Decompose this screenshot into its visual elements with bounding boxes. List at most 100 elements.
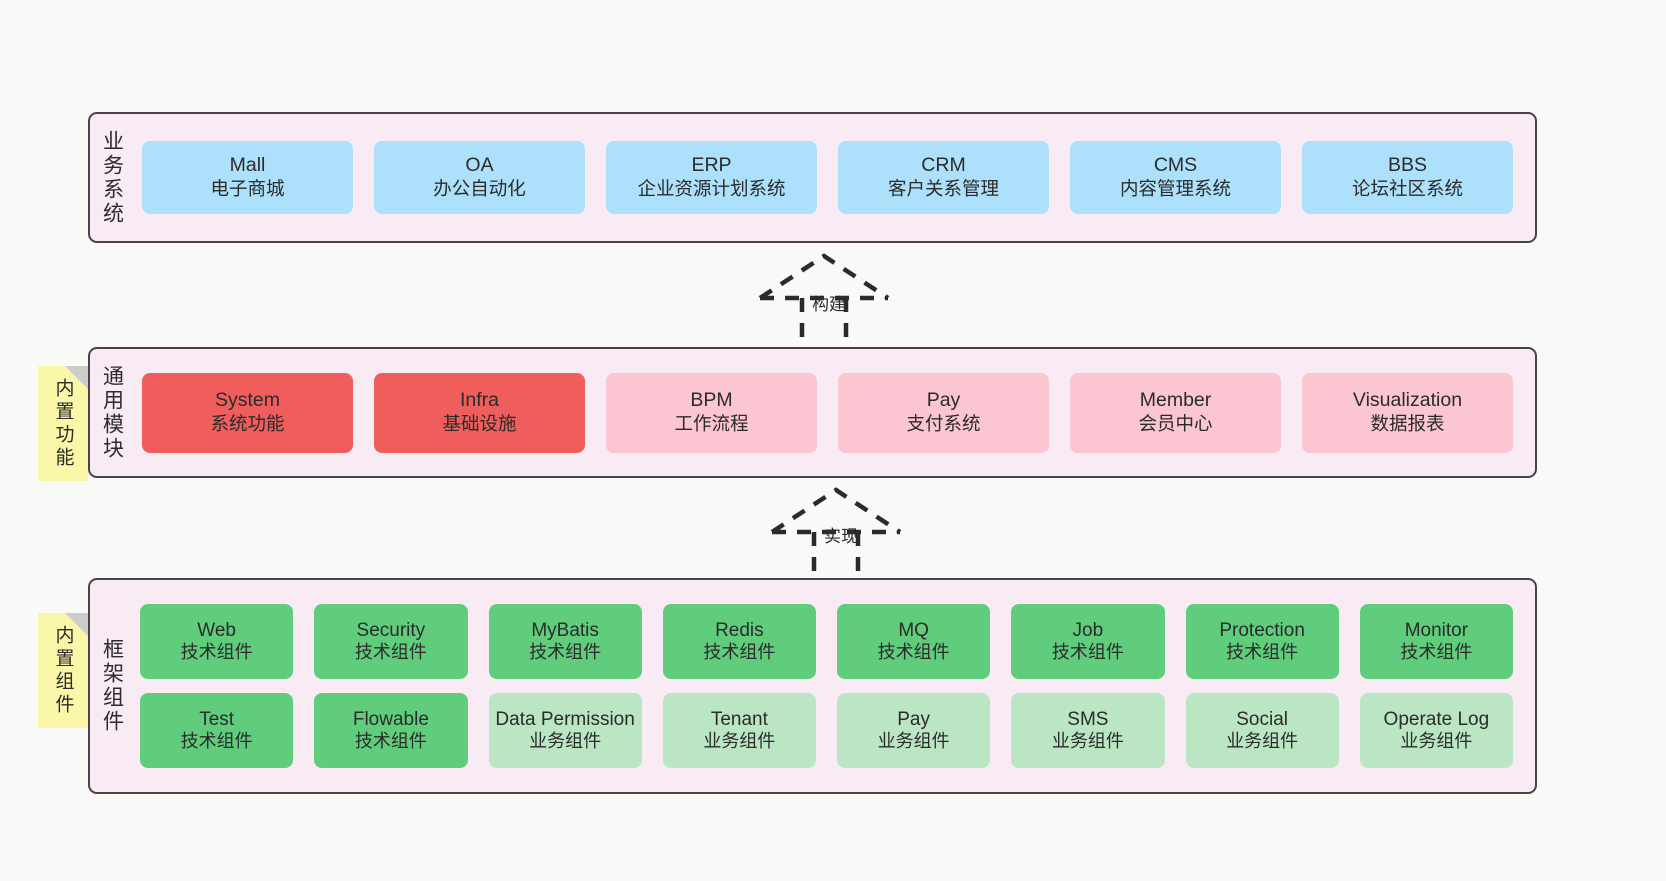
layer-body-business-systems: Mall 电子商城 OA 办公自动化 ERP 企业资源计划系统 CRM 客户关系… bbox=[134, 114, 1535, 241]
module-title: Web bbox=[197, 619, 236, 641]
module-title: Security bbox=[356, 619, 426, 641]
module-card-mq[interactable]: MQ 技术组件 bbox=[837, 604, 991, 679]
module-title: Flowable bbox=[352, 708, 429, 730]
module-card-bbs[interactable]: BBS 论坛社区系统 bbox=[1302, 141, 1513, 214]
module-title: OA bbox=[465, 154, 494, 177]
module-card-security[interactable]: Security 技术组件 bbox=[314, 604, 468, 679]
module-card-monitor[interactable]: Monitor 技术组件 bbox=[1359, 604, 1513, 679]
module-title: Data Permission bbox=[495, 708, 635, 730]
dashed-up-arrow-icon bbox=[758, 253, 890, 353]
sticky-note-builtin-components[interactable]: 内置组件 bbox=[38, 613, 88, 728]
module-title: Redis bbox=[715, 619, 764, 641]
folded-corner-icon bbox=[65, 613, 88, 636]
layer-framework-components[interactable]: 框架组件 Web 技术组件 Security 技术组件 MyBatis 技术组件… bbox=[88, 578, 1537, 794]
layer-body-common-modules: System 系统功能 Infra 基础设施 BPM 工作流程 Pay 支付系统… bbox=[134, 349, 1535, 476]
module-card-crm[interactable]: CRM 客户关系管理 bbox=[838, 141, 1049, 214]
module-subtitle: 办公自动化 bbox=[433, 178, 526, 200]
module-card-cms[interactable]: CMS 内容管理系统 bbox=[1070, 141, 1281, 214]
module-subtitle: 技术组件 bbox=[1400, 642, 1473, 663]
module-subtitle: 技术组件 bbox=[1226, 642, 1299, 663]
module-subtitle: 企业资源计划系统 bbox=[637, 178, 786, 200]
module-title: ERP bbox=[691, 154, 732, 177]
module-subtitle: 系统功能 bbox=[210, 413, 285, 435]
module-card-bpm[interactable]: BPM 工作流程 bbox=[606, 372, 817, 453]
module-card-mybatis[interactable]: MyBatis 技术组件 bbox=[488, 604, 642, 679]
module-title: MQ bbox=[898, 619, 929, 641]
module-card-job[interactable]: Job 技术组件 bbox=[1011, 604, 1165, 679]
module-subtitle: 技术组件 bbox=[354, 731, 427, 752]
module-subtitle: 论坛社区系统 bbox=[1351, 178, 1463, 200]
layer-label-framework-components: 框架组件 bbox=[100, 638, 124, 734]
layer-label-business-systems: 业务系统 bbox=[100, 129, 124, 226]
module-title: CRM bbox=[921, 154, 966, 177]
connector-realize[interactable]: 实现 bbox=[752, 486, 972, 586]
module-card-system[interactable]: System 系统功能 bbox=[142, 372, 353, 453]
module-subtitle: 技术组件 bbox=[529, 642, 602, 663]
module-title: Social bbox=[1236, 708, 1288, 730]
module-subtitle: 业务组件 bbox=[1400, 731, 1473, 752]
module-subtitle: 数据报表 bbox=[1370, 413, 1445, 435]
module-subtitle: 业务组件 bbox=[703, 731, 776, 752]
module-card-visualization[interactable]: Visualization 数据报表 bbox=[1302, 372, 1513, 453]
module-subtitle: 技术组件 bbox=[1051, 642, 1124, 663]
module-subtitle: 技术组件 bbox=[180, 642, 253, 663]
module-card-pay[interactable]: Pay 支付系统 bbox=[838, 372, 1049, 453]
layer-label-common-modules: 通用模块 bbox=[100, 364, 124, 461]
module-title: BBS bbox=[1387, 154, 1428, 177]
module-title: Test bbox=[199, 708, 235, 730]
layer-row: Web 技术组件 Security 技术组件 MyBatis 技术组件 Redi… bbox=[140, 604, 1513, 679]
layer-business-systems[interactable]: 业务系统 Mall 电子商城 OA 办公自动化 ERP 企业资源计划系统 CRM… bbox=[88, 112, 1537, 243]
module-card-tenant[interactable]: Tenant 业务组件 bbox=[662, 693, 816, 768]
module-title: Pay bbox=[926, 389, 961, 412]
module-card-data-permission[interactable]: Data Permission 业务组件 bbox=[488, 693, 642, 768]
module-card-redis[interactable]: Redis 技术组件 bbox=[662, 604, 816, 679]
sticky-note-builtin-features[interactable]: 内置功能 bbox=[38, 366, 88, 481]
connector-realize-label: 实现 bbox=[824, 527, 858, 546]
module-card-infra[interactable]: Infra 基础设施 bbox=[374, 372, 585, 453]
module-card-pay-business[interactable]: Pay 业务组件 bbox=[837, 693, 991, 768]
module-card-social[interactable]: Social 业务组件 bbox=[1185, 693, 1339, 768]
module-subtitle: 技术组件 bbox=[354, 642, 427, 663]
module-subtitle: 内容管理系统 bbox=[1119, 178, 1231, 200]
module-title: CMS bbox=[1153, 154, 1198, 177]
module-card-web[interactable]: Web 技术组件 bbox=[140, 604, 294, 679]
sticky-note-label: 内置组件 bbox=[52, 624, 74, 717]
folded-corner-icon bbox=[65, 366, 88, 389]
module-subtitle: 会员中心 bbox=[1138, 413, 1213, 435]
module-card-oa[interactable]: OA 办公自动化 bbox=[374, 141, 585, 214]
module-title: Operate Log bbox=[1383, 708, 1490, 730]
layer-row: Test 技术组件 Flowable 技术组件 Data Permission … bbox=[140, 693, 1513, 768]
layer-common-modules[interactable]: 通用模块 System 系统功能 Infra 基础设施 BPM 工作流程 Pay… bbox=[88, 347, 1537, 478]
layer-body-framework-components: Web 技术组件 Security 技术组件 MyBatis 技术组件 Redi… bbox=[134, 580, 1535, 792]
module-card-member[interactable]: Member 会员中心 bbox=[1070, 372, 1281, 453]
dashed-up-arrow-icon bbox=[770, 487, 902, 585]
module-subtitle: 业务组件 bbox=[1226, 731, 1299, 752]
module-title: BPM bbox=[690, 389, 733, 412]
module-title: MyBatis bbox=[531, 619, 599, 641]
module-title: Protection bbox=[1219, 619, 1305, 641]
module-title: System bbox=[214, 389, 280, 412]
module-card-erp[interactable]: ERP 企业资源计划系统 bbox=[606, 141, 817, 214]
module-card-operate-log[interactable]: Operate Log 业务组件 bbox=[1359, 693, 1513, 768]
module-card-sms[interactable]: SMS 业务组件 bbox=[1011, 693, 1165, 768]
module-title: Tenant bbox=[710, 708, 768, 730]
module-title: Job bbox=[1072, 619, 1104, 641]
module-subtitle: 工作流程 bbox=[674, 413, 749, 435]
module-subtitle: 技术组件 bbox=[877, 642, 950, 663]
layer-row: Mall 电子商城 OA 办公自动化 ERP 企业资源计划系统 CRM 客户关系… bbox=[142, 141, 1513, 214]
module-title: Pay bbox=[897, 708, 930, 730]
module-title: Member bbox=[1139, 389, 1212, 412]
module-subtitle: 技术组件 bbox=[703, 642, 776, 663]
module-card-protection[interactable]: Protection 技术组件 bbox=[1185, 604, 1339, 679]
module-subtitle: 业务组件 bbox=[1051, 731, 1124, 752]
module-card-test[interactable]: Test 技术组件 bbox=[140, 693, 294, 768]
module-card-flowable[interactable]: Flowable 技术组件 bbox=[314, 693, 468, 768]
sticky-note-label: 内置功能 bbox=[52, 377, 74, 470]
module-card-mall[interactable]: Mall 电子商城 bbox=[142, 141, 353, 214]
module-title: Infra bbox=[459, 389, 500, 412]
module-subtitle: 技术组件 bbox=[180, 731, 253, 752]
connector-build[interactable]: 构建 bbox=[740, 252, 960, 354]
module-title: SMS bbox=[1067, 708, 1109, 730]
module-subtitle: 业务组件 bbox=[529, 731, 602, 752]
